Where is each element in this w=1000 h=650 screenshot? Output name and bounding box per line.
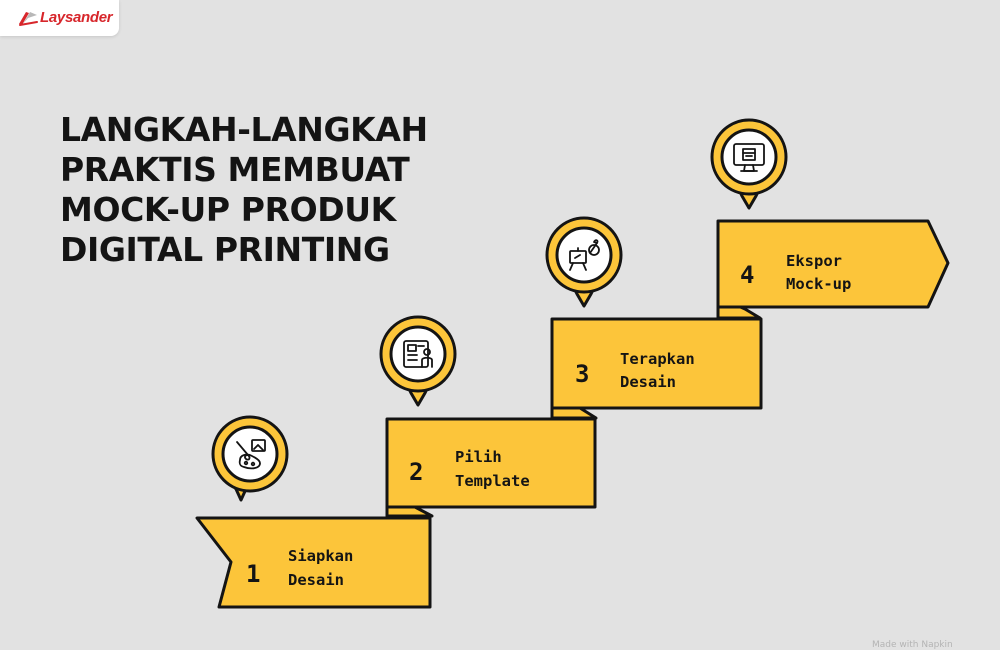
step-3-number: 3 <box>575 360 589 388</box>
step-2-label-line1: Pilih <box>455 448 502 466</box>
step-2-number: 2 <box>409 458 423 486</box>
design-sketch-icon <box>236 439 266 470</box>
step-3-label-line1: Terapkan <box>620 350 695 368</box>
title-line: MOCK-UP PRODUK <box>60 190 396 229</box>
step-4-ribbon <box>716 219 950 320</box>
title-line: LANGKAH-LANGKAH <box>60 110 428 149</box>
step-4-label-line1: Ekspor <box>786 252 842 270</box>
easel-brush-icon <box>569 239 600 271</box>
brand-name: Laysander <box>40 9 113 26</box>
step-2-ribbon <box>385 417 597 518</box>
monitor-export-icon <box>733 143 765 172</box>
step-1-ribbon <box>195 516 432 609</box>
watermark: Made with Napkin <box>872 640 953 650</box>
step-1-number: 1 <box>246 560 260 588</box>
title-line: PRAKTIS MEMBUAT <box>60 150 410 189</box>
step-2-pin <box>379 315 457 407</box>
step-4-label-line2: Mock-up <box>786 275 851 293</box>
step-3-label-line2: Desain <box>620 373 676 391</box>
crossed-flags-icon <box>19 12 38 26</box>
page-title: LANGKAH-LANGKAH PRAKTIS MEMBUAT MOCK-UP … <box>60 110 480 270</box>
step-2-label-line2: Template <box>455 472 530 490</box>
step-1-label-line2: Desain <box>288 571 344 589</box>
brand-logo[interactable]: Laysander <box>0 0 119 36</box>
step-1-label-line1: Siapkan <box>288 547 353 565</box>
step-4-pin <box>710 118 788 210</box>
step-4-number: 4 <box>740 261 754 289</box>
title-line: DIGITAL PRINTING <box>60 230 390 269</box>
step-3-pin <box>545 216 623 308</box>
template-layout-icon <box>403 340 433 368</box>
